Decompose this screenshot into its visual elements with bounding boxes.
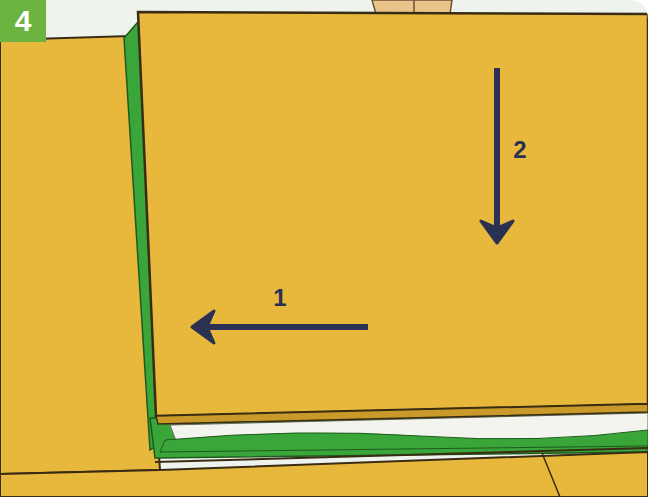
callout-number: 2 <box>513 138 526 162</box>
step-number: 4 <box>15 6 32 36</box>
step-badge: 4 <box>0 0 46 42</box>
callout-number: 1 <box>273 286 286 310</box>
